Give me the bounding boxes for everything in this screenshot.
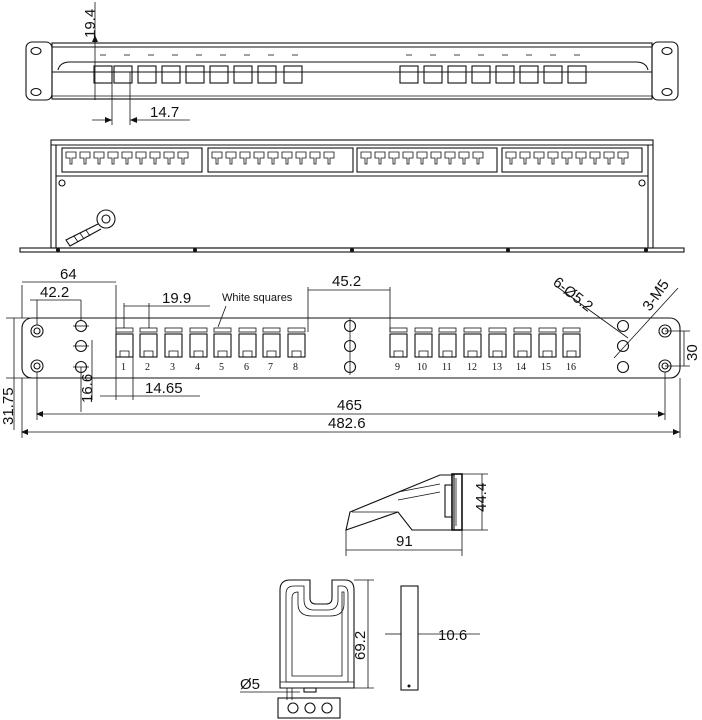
port-10 (414, 327, 433, 358)
dim-screw-spec: 3-M5 (639, 277, 673, 315)
port-9 (389, 327, 408, 358)
top-view-ports (93, 54, 587, 84)
port-number-labels: 1 2 3 4 5 6 7 8 9 10 11 12 13 14 15 16 (121, 362, 576, 373)
port-13 (488, 327, 507, 358)
port-16 (562, 327, 581, 358)
dim-ear-hole-x: 64 (60, 266, 77, 283)
white-squares-label: White squares (222, 292, 293, 304)
port-number: 5 (219, 362, 224, 373)
port-6 (238, 327, 257, 358)
clip-base (277, 697, 341, 719)
side-bracket: 44.4 91 (345, 473, 490, 556)
port-14 (513, 327, 532, 358)
rear-view (19, 139, 685, 253)
port-number: 12 (467, 362, 477, 373)
port-number: 6 (244, 362, 249, 373)
cable-clip: 69.2 Ø5 10.6 (240, 579, 480, 719)
port-number: 9 (395, 362, 400, 373)
port-5 (213, 327, 232, 358)
dim-second-pitch: 14.65 (145, 380, 183, 397)
dim-ear-height: 30 (684, 344, 701, 361)
port-number: 14 (516, 362, 526, 373)
idc-blocks (61, 147, 643, 173)
port-number: 16 (566, 362, 576, 373)
dim-inner-width: 465 (337, 397, 362, 414)
port-2 (139, 327, 158, 358)
dim-clip-hole: Ø5 (240, 676, 260, 693)
left-ear (25, 41, 53, 101)
clip-side-view (400, 585, 419, 691)
dim-clip-height: 69.2 (352, 631, 369, 660)
dim-top-depth: 19.4 (82, 9, 99, 38)
front-panel-outline (21, 317, 681, 379)
dim-top-port-width: 14.7 (150, 104, 179, 121)
dim-bracket-height: 44.4 (473, 483, 490, 512)
port-15 (538, 327, 557, 358)
port-8 (287, 327, 306, 358)
port-number: 8 (293, 362, 298, 373)
dim-bracket-depth: 91 (396, 533, 413, 550)
port-number: 1 (121, 362, 126, 373)
dim-group-gap: 45.2 (332, 273, 361, 290)
port-number: 3 (170, 362, 175, 373)
dim-clip-thickness: 10.6 (438, 627, 467, 644)
port-11 (438, 327, 457, 358)
port-1 (115, 327, 134, 358)
port-number: 13 (492, 362, 502, 373)
front-view: 1 2 3 4 5 6 7 8 9 10 11 12 13 14 15 16 6… (0, 266, 701, 438)
ground-lug (65, 209, 116, 247)
dim-total-width: 482.6 (328, 415, 366, 432)
port-12 (463, 327, 482, 358)
port-number: 10 (417, 362, 427, 373)
port-7 (262, 327, 281, 358)
dim-hole-offset: 42.2 (40, 284, 69, 301)
port-4 (189, 327, 208, 358)
port-number: 11 (442, 362, 452, 373)
port-number: 7 (268, 362, 273, 373)
dim-panel-height: 31.75 (0, 387, 17, 425)
port-number: 4 (195, 362, 200, 373)
port-number: 15 (541, 362, 551, 373)
right-ear (651, 41, 679, 101)
port-3 (164, 327, 183, 358)
port-number: 2 (145, 362, 150, 373)
dim-port-pitch: 19.9 (162, 290, 191, 307)
dim-port-height: 16.6 (79, 374, 96, 403)
top-view: 19.4 14.7 (25, 2, 679, 125)
dim-hole-spec: 6-Ø5.2 (550, 274, 597, 316)
front-ports (115, 327, 581, 358)
